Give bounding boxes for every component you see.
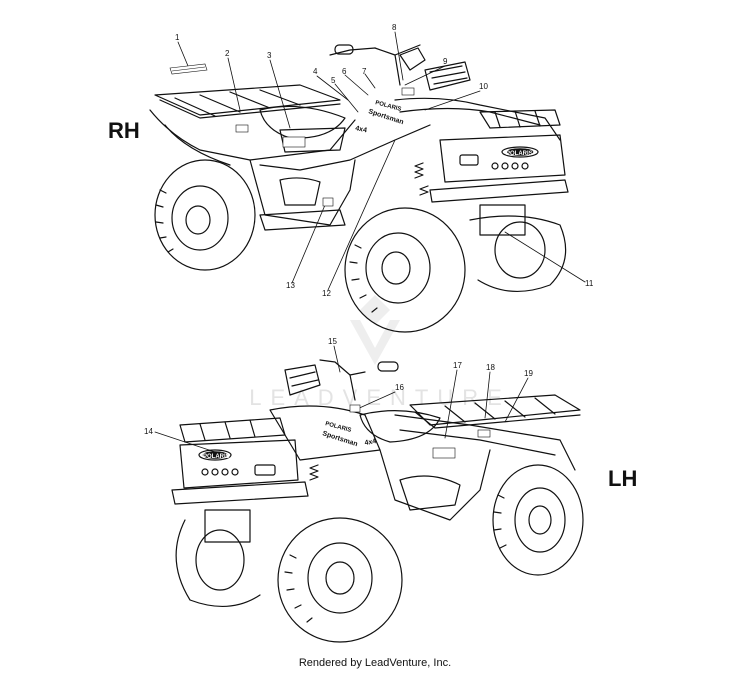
callout-3: 3 — [267, 51, 272, 60]
watermark-text: LEADVENTURE — [249, 385, 511, 410]
rh-drive-decal: 4x4 — [355, 125, 368, 134]
callout-10: 10 — [479, 82, 488, 91]
decal-13-icon — [322, 197, 334, 207]
decal-17-icon — [432, 447, 456, 459]
decal-3-icon — [282, 136, 306, 148]
view-label-left: LH — [608, 466, 638, 491]
callout-2: 2 — [225, 49, 230, 58]
view-label-right: RH — [108, 118, 140, 143]
callout-12: 12 — [322, 289, 331, 298]
lh-fascia-brand: POLARIS — [203, 454, 230, 460]
decal-2-icon — [235, 124, 249, 133]
lh-model-decal: Sportsman — [321, 430, 358, 448]
leader-lines — [154, 31, 586, 453]
lh-drive-decal: 4x4 — [364, 438, 377, 447]
decal-18-icon — [477, 429, 491, 438]
atv-left-side-view — [171, 359, 584, 643]
watermark-logo-icon — [350, 295, 400, 365]
callout-7: 7 — [362, 67, 367, 76]
callout-14: 14 — [144, 427, 153, 436]
decal-14-icon — [202, 451, 228, 459]
decal-9-icon — [401, 87, 415, 96]
callout-6: 6 — [342, 67, 347, 76]
rendered-by-credit: Rendered by LeadVenture, Inc. — [298, 657, 452, 669]
callout-1: 1 — [175, 33, 180, 42]
callout-4: 4 — [313, 67, 318, 76]
decal-16-icon — [349, 404, 361, 413]
callout-5: 5 — [331, 76, 336, 85]
rh-fascia-brand: POLARIS — [506, 151, 533, 157]
callout-19: 19 — [524, 369, 533, 378]
atv-right-side-view — [149, 44, 569, 333]
callout-9: 9 — [443, 57, 448, 66]
callout-17: 17 — [453, 361, 462, 370]
callout-11: 11 — [585, 279, 594, 288]
callout-16: 16 — [395, 383, 404, 392]
decal-patches — [169, 63, 534, 459]
callout-13: 13 — [286, 281, 295, 290]
callout-8: 8 — [392, 23, 397, 32]
callout-18: 18 — [486, 363, 495, 372]
callout-15: 15 — [328, 337, 337, 346]
